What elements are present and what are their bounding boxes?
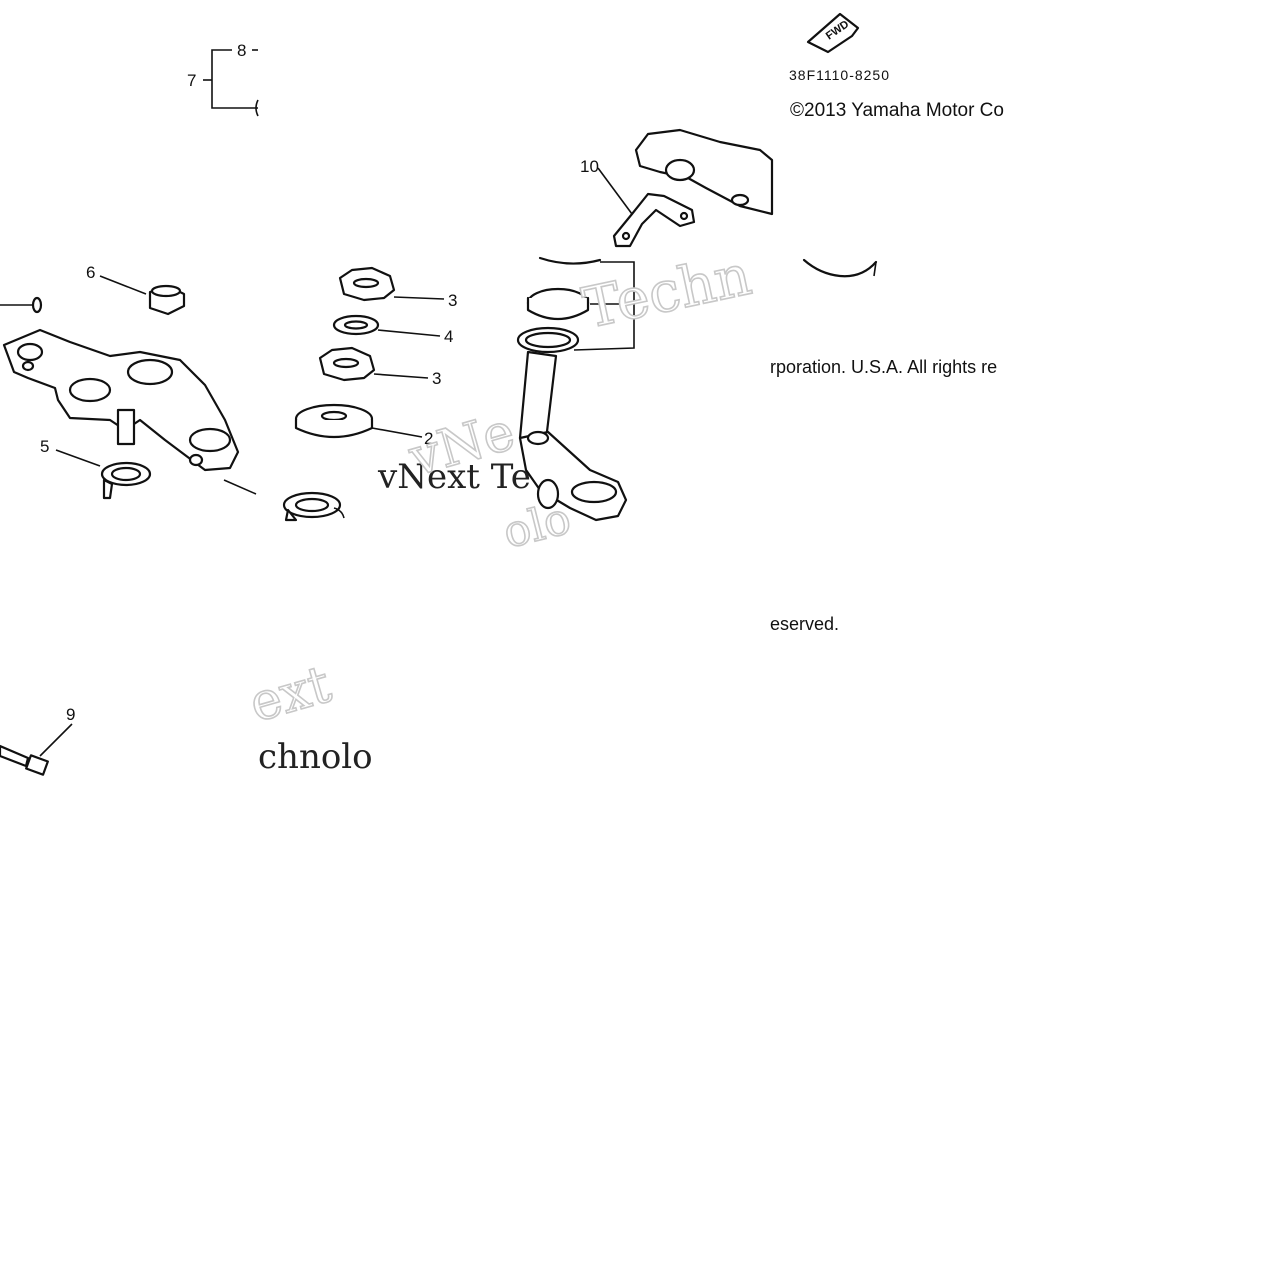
copyright-line-3: eserved. xyxy=(770,614,839,634)
handlebar-holder xyxy=(634,128,878,278)
callout-5: 5 xyxy=(40,437,49,456)
copyright-line-1: ©2013 Yamaha Motor Co xyxy=(790,100,1004,121)
callout-4: 4 xyxy=(444,327,453,346)
upper-bracket xyxy=(2,328,240,472)
copyright-line-2: rporation. U.S.A. All rights re xyxy=(770,357,997,377)
callout-8: 8 xyxy=(237,41,246,60)
callout-7: 7 xyxy=(187,71,196,90)
ring-nut-3-upper xyxy=(338,266,445,302)
callout-3-upper: 3 xyxy=(448,291,457,310)
watermark-text-3: Techn xyxy=(577,243,756,342)
callout-6: 6 xyxy=(86,263,95,282)
pin-part xyxy=(0,296,43,314)
watermark-text-1: vNext Te xyxy=(377,457,531,497)
callout-2: 2 xyxy=(424,429,433,448)
bolt-9 xyxy=(0,723,73,776)
watermark-text-6: olo xyxy=(498,493,575,559)
bearing-assembly xyxy=(516,256,635,354)
callout-3-lower: 3 xyxy=(432,369,441,388)
lower-clamp xyxy=(223,479,345,522)
washer-4 xyxy=(332,314,441,337)
watermark-text-4: ext xyxy=(243,654,337,734)
fwd-arrow-icon: FWD xyxy=(806,12,860,54)
steering-stem xyxy=(518,350,628,522)
part-code: 38F1110-8250 xyxy=(789,67,890,83)
bracket-7-8 xyxy=(203,49,259,117)
cap-nut-6 xyxy=(99,275,186,316)
ring-nut-3-lower xyxy=(318,346,429,382)
callout-9: 9 xyxy=(66,705,75,724)
bracket-10 xyxy=(597,167,696,248)
watermark-text-5: chnolo xyxy=(258,737,373,777)
washer-2 xyxy=(294,403,423,439)
callout-10: 10 xyxy=(580,157,599,176)
clamp-5 xyxy=(55,449,152,500)
